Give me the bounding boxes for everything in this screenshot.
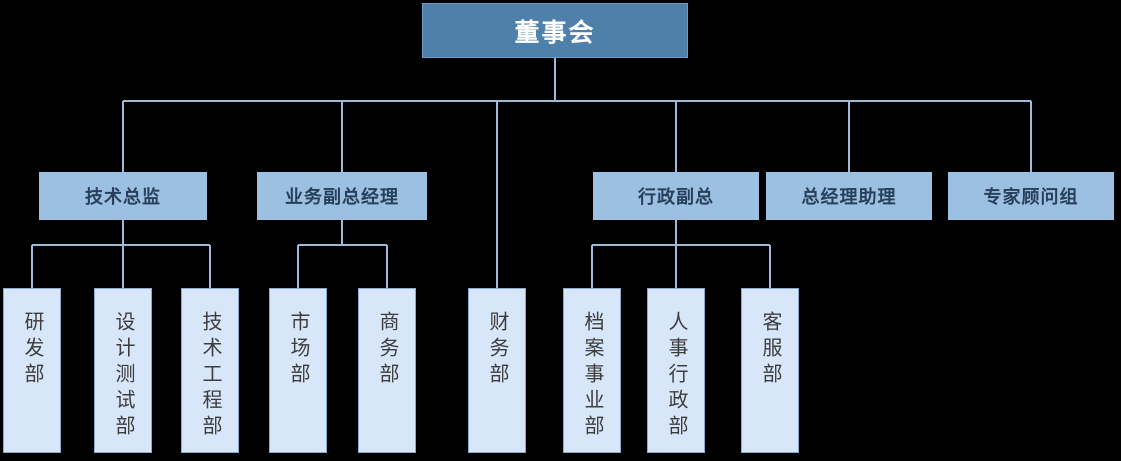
- node-label: 研发部: [21, 311, 43, 389]
- org-node-board[interactable]: 董事会: [422, 3, 688, 58]
- org-node-finance-dept[interactable]: 财务部: [468, 288, 526, 453]
- node-label: 人事行政部: [665, 311, 687, 441]
- node-label: 董事会: [514, 18, 596, 47]
- node-label: 商务部: [376, 311, 398, 389]
- node-label: 技术工程部: [199, 311, 221, 441]
- node-label: 总经理助理: [801, 187, 897, 207]
- org-node-design-testing-dept[interactable]: 设计测试部: [94, 288, 152, 453]
- org-node-commerce-dept[interactable]: 商务部: [358, 288, 416, 453]
- org-node-customer-service-dept[interactable]: 客服部: [741, 288, 799, 453]
- org-node-business-deputy-gm[interactable]: 业务副总经理: [257, 172, 427, 220]
- org-node-rnd-dept[interactable]: 研发部: [3, 288, 61, 453]
- node-label: 业务副总经理: [285, 187, 399, 207]
- org-node-admin-deputy[interactable]: 行政副总: [593, 172, 759, 220]
- org-node-tech-engineering-dept[interactable]: 技术工程部: [181, 288, 239, 453]
- node-label: 财务部: [486, 311, 508, 389]
- node-label: 客服部: [759, 311, 781, 389]
- org-node-hr-admin-dept[interactable]: 人事行政部: [647, 288, 705, 453]
- node-label: 市场部: [287, 311, 309, 389]
- node-label: 设计测试部: [112, 311, 134, 441]
- node-label: 专家顾问组: [983, 187, 1079, 207]
- node-label: 档案事业部: [581, 311, 603, 441]
- node-label: 行政副总: [638, 187, 714, 207]
- org-node-gm-assistant[interactable]: 总经理助理: [766, 172, 932, 220]
- org-node-marketing-dept[interactable]: 市场部: [269, 288, 327, 453]
- org-node-archives-dept[interactable]: 档案事业部: [563, 288, 621, 453]
- org-node-expert-advisors[interactable]: 专家顾问组: [948, 172, 1114, 220]
- node-label: 技术总监: [85, 187, 161, 207]
- org-node-tech-director[interactable]: 技术总监: [39, 172, 207, 220]
